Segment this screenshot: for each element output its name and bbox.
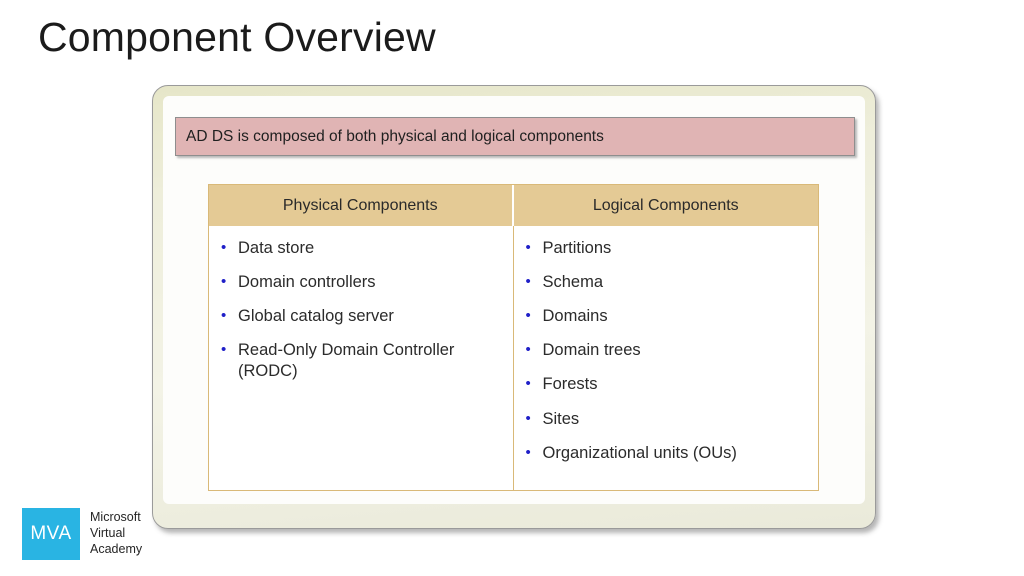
list-item: • Organizational units (OUs) (514, 443, 819, 464)
list-item-label: Organizational units (OUs) (542, 443, 737, 462)
list-item-label: Partitions (542, 239, 612, 257)
list-item-label: Forests (542, 375, 598, 394)
list-item-label: Read-Only Domain Controller (RODC) (238, 341, 455, 381)
mva-wordmark-line-2: Virtual (90, 526, 126, 540)
bullet-icon: • (221, 341, 227, 359)
bullet-icon: • (221, 307, 227, 325)
list-item: • Global catalog server (209, 306, 513, 327)
list-item-label: Domain trees (542, 341, 641, 360)
mva-wordmark-line-3: Academy (90, 542, 143, 556)
table-header-logical-components: Logical Components (513, 185, 818, 226)
bullet-icon: • (525, 443, 531, 461)
bullet-icon: • (525, 273, 531, 291)
table-header-physical-components: Physical Components (209, 185, 514, 226)
bullet-icon: • (221, 273, 227, 291)
table-cell-logical-components: • Partitions • Schema • Domains • Domain… (513, 226, 819, 490)
list-item-label: Schema (542, 273, 604, 292)
table-cell-physical-components: • Data store • Domain controllers • Glob… (209, 226, 514, 490)
callout-banner: AD DS is composed of both physical and l… (175, 117, 855, 156)
list-item: • Domain controllers (209, 272, 513, 293)
bullet-icon: • (525, 409, 531, 427)
list-item: • Sites (514, 409, 819, 430)
list-item-label: Sites (542, 409, 580, 428)
physical-components-list: • Data store • Domain controllers • Glob… (209, 238, 513, 383)
mva-wordmark-line-1: Microsoft (90, 510, 141, 524)
bullet-icon: • (525, 341, 531, 359)
bullet-icon: • (525, 239, 531, 256)
mva-logo-mark: MVA (22, 508, 80, 560)
list-item: • Forests (514, 374, 819, 395)
mva-logo-wordmark: Microsoft Virtual Academy (90, 509, 142, 557)
page-title: Component Overview (38, 14, 436, 60)
list-item-label: Domain controllers (238, 273, 376, 292)
bullet-icon: • (525, 307, 531, 325)
list-item-label: Global catalog server (238, 307, 394, 326)
list-item: • Domain trees (514, 340, 819, 361)
logical-components-list: • Partitions • Schema • Domains • Domain… (514, 238, 819, 464)
list-item: • Data store (209, 238, 513, 259)
list-item: • Domains (514, 306, 819, 327)
components-table: Physical Components Logical Components •… (208, 184, 819, 491)
mva-logo: MVA Microsoft Virtual Academy (22, 508, 142, 560)
callout-banner-text: AD DS is composed of both physical and l… (186, 127, 604, 145)
list-item-label: Data store (238, 239, 315, 257)
list-item: • Read-Only Domain Controller (RODC) (209, 340, 513, 382)
list-item-label: Domains (542, 307, 608, 326)
bullet-icon: • (221, 239, 227, 256)
table-body-row: • Data store • Domain controllers • Glob… (209, 226, 818, 490)
table-header-row: Physical Components Logical Components (209, 185, 818, 226)
list-item: • Schema (514, 272, 819, 293)
bullet-icon: • (525, 375, 531, 393)
list-item: • Partitions (514, 238, 819, 259)
